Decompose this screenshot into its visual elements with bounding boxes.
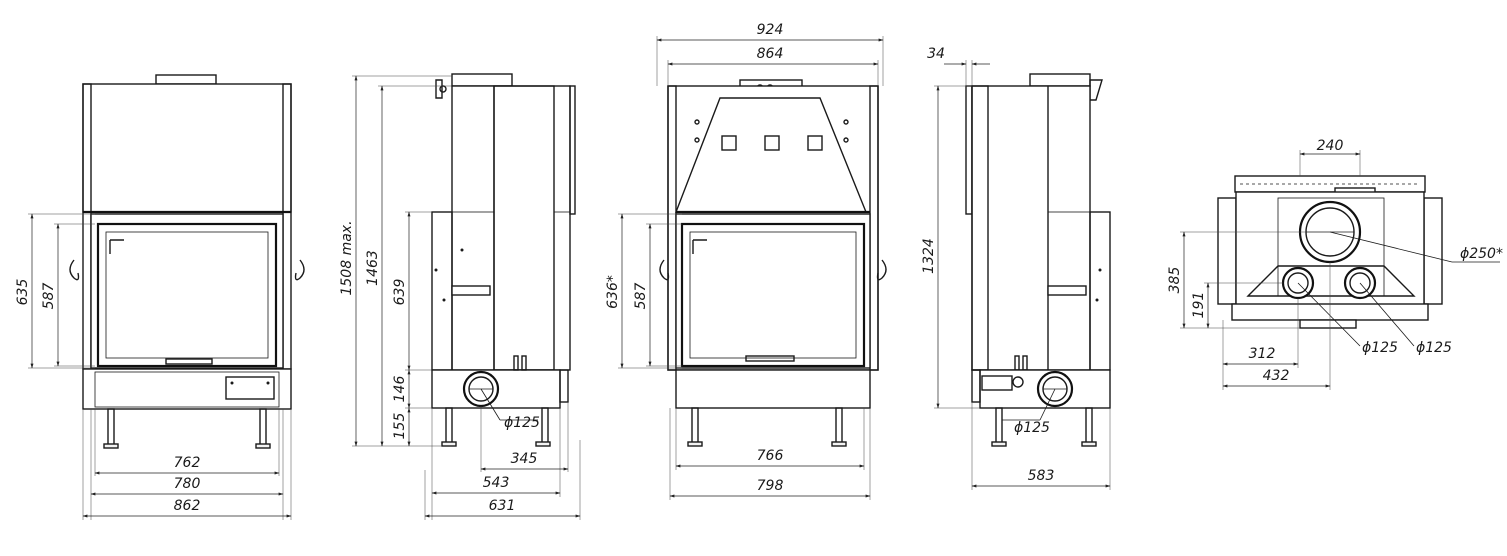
dim-1508-max: 1508 max.: [339, 220, 355, 295]
dim-631: 631: [489, 498, 516, 514]
front-hood-view: 924 864 766 798 636* 587: [605, 22, 887, 500]
dim-543: 543: [483, 475, 510, 491]
dim-d125-top-a: ϕ125: [1362, 340, 1398, 356]
dim-762: 762: [174, 455, 201, 471]
dim-34: 34: [927, 46, 945, 62]
dim-780: 780: [174, 476, 201, 492]
dim-d125-top-b: ϕ125: [1416, 340, 1452, 356]
dim-924: 924: [757, 22, 784, 38]
dim-432: 432: [1263, 368, 1290, 384]
dim-587-front: 587: [41, 283, 57, 310]
dim-636: 636*: [605, 275, 621, 309]
dim-d250: ϕ250*: [1460, 246, 1503, 262]
dim-766: 766: [757, 448, 784, 464]
dim-587-front2: 587: [633, 283, 649, 310]
dim-635: 635: [15, 279, 31, 306]
side2-view: 34 1324 ϕ125 583: [921, 46, 1111, 490]
dim-146: 146: [392, 376, 408, 403]
side-view: 1508 max. 1463 639 146 155 ϕ125 345 543 …: [339, 73, 581, 520]
dim-191: 191: [1191, 292, 1207, 319]
dim-345: 345: [511, 451, 538, 467]
dim-240: 240: [1317, 138, 1344, 154]
dim-583: 583: [1028, 468, 1055, 484]
dim-155: 155: [392, 413, 408, 440]
front-view: 762 780 862 635 587: [15, 74, 305, 520]
dim-385: 385: [1167, 267, 1183, 294]
dim-864: 864: [757, 46, 784, 62]
dim-639: 639: [392, 279, 408, 306]
top-view: 240 ϕ250* 385 191 ϕ125 ϕ125 312 432: [1167, 138, 1503, 390]
dim-1463: 1463: [365, 250, 381, 286]
dim-862: 862: [174, 498, 201, 514]
dim-798: 798: [757, 478, 784, 494]
dim-d125-side: ϕ125: [504, 415, 540, 431]
dim-1324: 1324: [921, 238, 937, 274]
dim-312: 312: [1249, 346, 1276, 362]
dim-d125-side2: ϕ125: [1014, 420, 1050, 436]
